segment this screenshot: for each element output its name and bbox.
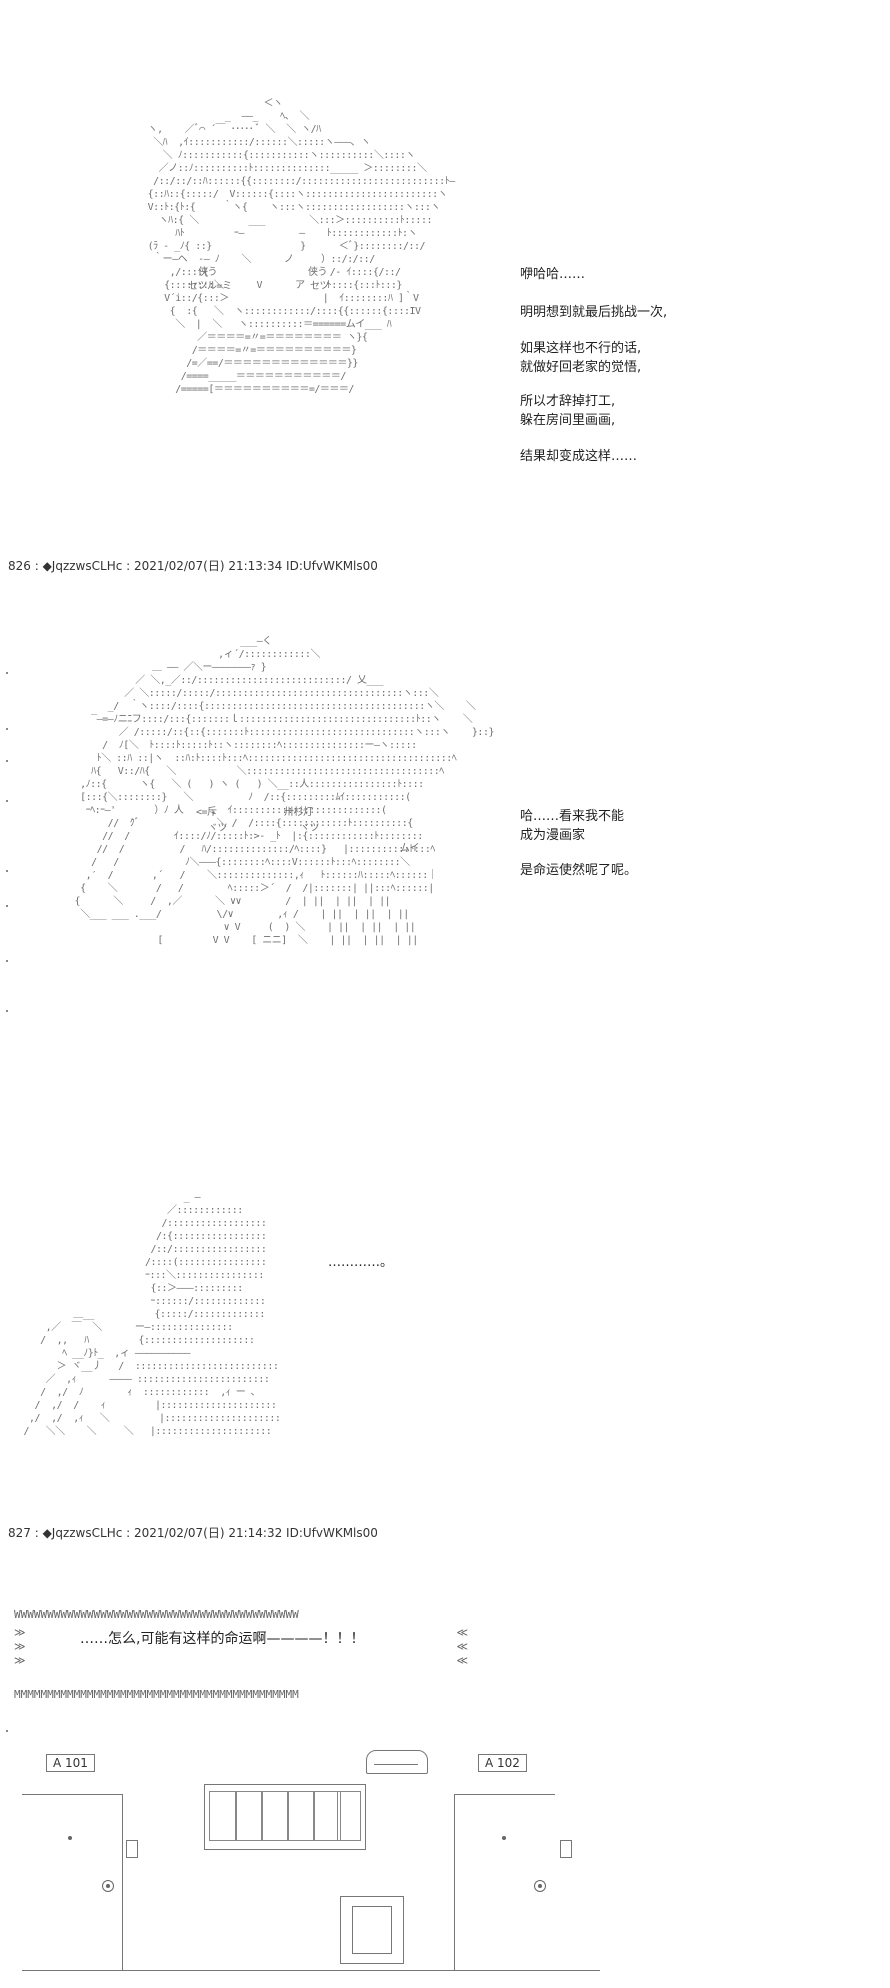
door-knob-icon [68,1836,72,1840]
caption-line-4: 就做好回老家的觉悟, [520,360,642,375]
shout-banner: WWWWWWWWWWWWWWWWWWWWWWWWWWWWWWWWWWWWWWWW… [14,1608,468,1706]
caption-line-6: 躲在房间里画画, [520,413,616,428]
banner-right-arrows: ≪ ≪ ≪ [456,1626,468,1667]
panel-3: _ ― ／:::::::::::: /:::::::::::::::::: /:… [0,1170,890,1500]
hallway-scene: A 101 A 102 [0,1730,890,1988]
floor-line [22,1970,600,1971]
caption-line-1: 哈……看来我不能 [520,809,625,824]
door-knob-icon [502,1836,506,1840]
caption-line-1: 咿哈哈…… [520,267,586,282]
nameplate-icon [126,1840,138,1858]
intercom-icon [102,1880,114,1892]
hallway-window [204,1784,366,1850]
art-label-4: ヾツ [300,823,320,834]
caption-line-3: 如果这样也不行的话, [520,341,642,356]
window-pane [313,1791,341,1841]
banner-top-edge: WWWWWWWWWWWWWWWWWWWWWWWWWWWWWWWWWWWWWWWW… [14,1608,299,1621]
art-label-4: セツ [310,281,330,292]
margin-dot [6,1730,8,1732]
window-pane [209,1791,237,1841]
ceiling-light [366,1750,428,1774]
window-pane [261,1791,289,1841]
margin-dot [6,800,8,802]
art-label-3: 侠う [308,267,328,278]
art-label-3: ヾツ [208,823,228,834]
caption-line-5: 所以才辞掉打工, [520,394,616,409]
panel-2: ___―く ,ィ´/::::::::::::＼ ＿ ―― ／＼ー―――――――ｧ… [0,610,890,1060]
margin-dot [6,672,8,674]
ceiling-light-line [374,1764,418,1765]
window-pane [235,1791,263,1841]
post-header-827: 827 : ◆JqzzwsCLHc : 2021/02/07(日) 21:14:… [8,1526,378,1540]
door-a101[interactable] [22,1794,123,1971]
ascii-art-head-in-hand: ___―く ,ィ´/::::::::::::＼ ＿ ―― ／＼ー―――――――ｧ… [58,636,495,946]
margin-dot [6,905,8,907]
art-label-2: セツル=ミ [188,281,232,292]
ascii-art-face-laughing: ＜ヽ _ ――_ ﾍ、 ＼ ヽ, ／ﾞ⌒ ´￣ ･････ ﾞ ＼ ＼ ヽ/ﾊ … [120,98,456,395]
banner-left-arrows: ≫ ≫ ≫ [14,1626,26,1667]
intercom-icon [534,1880,546,1892]
nameplate-icon [560,1840,572,1858]
margin-dot [6,870,8,872]
caption-line-2: 明明想到就最后挑战一次, [520,305,668,320]
margin-dot [6,760,8,762]
caption-line-2: 成为漫画家 [520,828,586,843]
post-header-826: 826 : ◆JqzzwsCLHc : 2021/02/07(日) 21:13:… [8,559,378,573]
caption-line-3: 是命运使然呢了呢。 [520,863,638,878]
margin-dot [6,728,8,730]
elevator-panel [352,1906,392,1954]
art-label-1: <=斥 [196,807,217,818]
window-pane [287,1791,315,1841]
panel-1: ＜ヽ _ ――_ ﾍ、 ＼ ヽ, ／ﾞ⌒ ´￣ ･････ ﾞ ＼ ＼ ヽ/ﾊ … [0,0,890,550]
banner-bottom-edge: MMMMMMMMMMMMMMMMMMMMMMMMMMMMMMMMMMMMMMMM… [14,1688,299,1701]
art-label-1: 侠う [198,267,218,278]
ellipsis-caption: …………。 [328,1255,394,1270]
ascii-art-slumped-at-desk: _ ― ／:::::::::::: /:::::::::::::::::: /:… [18,1192,281,1437]
door-a102[interactable] [454,1794,555,1971]
elevator-door[interactable] [340,1896,404,1964]
margin-dot [6,960,8,962]
art-label-2: 卅杉灯 [284,807,313,818]
room-number-a102: A 102 [478,1754,527,1772]
window-pane [337,1791,361,1841]
art-label-5: ムイ [400,843,420,854]
banner-shout-text: ……怎么,可能有这样的命运啊————！！！ [80,1631,365,1647]
margin-dot [6,1010,8,1012]
room-number-a101: A 101 [46,1754,95,1772]
caption-line-7: 结果却变成这样…… [520,449,638,464]
